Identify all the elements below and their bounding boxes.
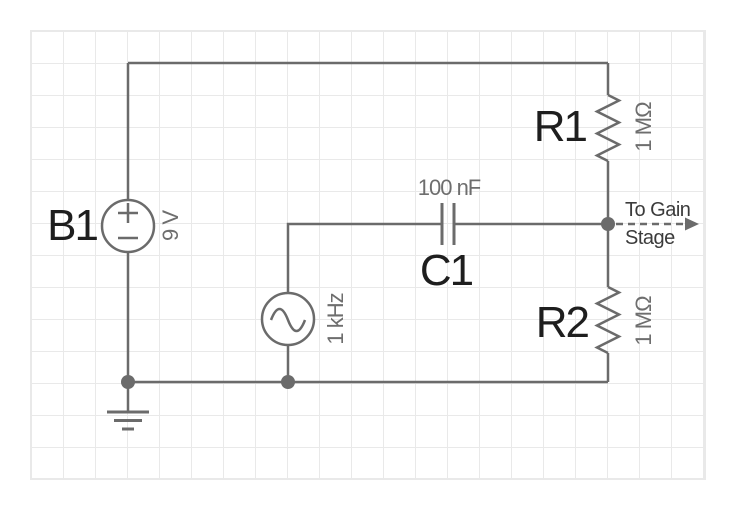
- resistor-zigzag: [594, 93, 622, 163]
- grid: [31, 31, 705, 479]
- resistor-zigzag: [594, 285, 622, 355]
- resistor-r1-ref-label: R1: [534, 102, 587, 151]
- grid-border: [30, 30, 706, 480]
- battery-symbol[interactable]: [100, 198, 156, 254]
- capacitor-value-label: 100 nF: [418, 175, 481, 200]
- junction-dot-ground: [121, 375, 135, 389]
- capacitor-symbol[interactable]: [440, 203, 456, 245]
- resistor-r2-value-label: 1 MΩ: [631, 296, 656, 346]
- resistor-r1-value-label: 1 MΩ: [631, 102, 656, 152]
- resistor-r1-symbol[interactable]: [594, 93, 622, 163]
- output-note-line1: To Gain: [625, 199, 690, 221]
- battery-value-label: 9 V: [158, 210, 183, 241]
- junction-dot-source: [281, 375, 295, 389]
- output-note-line2: Stage: [625, 227, 675, 249]
- battery-circle: [100, 198, 156, 254]
- resistor-r2-ref-label: R2: [536, 298, 589, 347]
- sine-wave-icon: [269, 307, 307, 333]
- ac-source-value-label: 1 kHz: [323, 293, 348, 344]
- capacitor-ref-label: C1: [420, 246, 473, 295]
- wire-cap-left: [286, 222, 442, 293]
- ac-source-symbol[interactable]: [260, 291, 316, 347]
- resistor-r2-symbol[interactable]: [594, 285, 622, 355]
- battery-plus-icon: [118, 203, 138, 223]
- junction-dot-output: [601, 217, 615, 231]
- wires: [126, 61, 610, 384]
- output-arrowhead-icon: [685, 217, 699, 231]
- battery-ref-label: B1: [47, 201, 97, 250]
- output-arrow: [616, 217, 699, 231]
